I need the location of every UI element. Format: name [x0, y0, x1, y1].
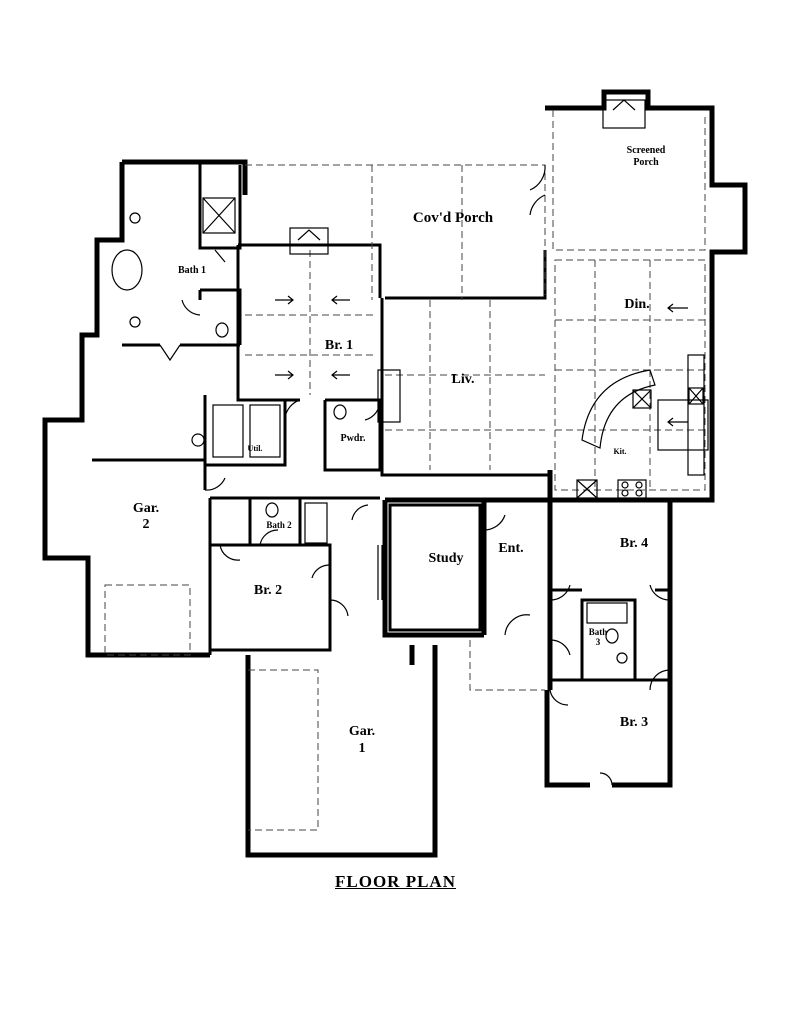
label-gar-1-2: 1 — [359, 741, 366, 756]
porch-dashed-lines — [104, 110, 706, 831]
plan-title-text: FLOOR PLAN — [335, 872, 456, 891]
label-gar-1-1: Gar. — [349, 724, 375, 739]
interior-walls — [92, 162, 670, 682]
label-screened-porch-1: Screened — [627, 145, 666, 156]
label-kit: Kit. — [613, 447, 626, 456]
label-screened-porch-2: Porch — [633, 157, 659, 168]
label-study: Study — [428, 551, 463, 566]
plan-title: FLOOR PLAN — [0, 872, 791, 892]
label-util: Util. — [248, 444, 263, 453]
label-bath-2: Bath 2 — [266, 520, 292, 530]
label-gar-2-1: Gar. — [133, 501, 159, 516]
exterior-walls — [42, 89, 748, 858]
label-br-4: Br. 4 — [620, 536, 648, 551]
label-ent: Ent. — [498, 541, 523, 556]
label-pwdr: Pwdr. — [341, 433, 366, 444]
label-liv: Liv. — [452, 372, 475, 387]
label-bath-3-2: 3 — [596, 637, 601, 647]
doors — [159, 164, 671, 786]
label-bath-3-1: Bath — [589, 627, 608, 637]
label-br-2: Br. 2 — [254, 583, 282, 598]
room-labels: Screened Porch Cov'd Porch Bath 1 Br. 1 … — [133, 145, 666, 756]
label-gar-2-2: 2 — [143, 517, 150, 532]
label-din: Din. — [624, 297, 649, 312]
fixtures — [111, 99, 709, 664]
label-covd-porch: Cov'd Porch — [413, 210, 494, 226]
label-br-1: Br. 1 — [325, 338, 353, 353]
arrow-markers — [275, 295, 688, 427]
label-bath-1: Bath 1 — [178, 265, 206, 276]
label-br-3: Br. 3 — [620, 715, 648, 730]
